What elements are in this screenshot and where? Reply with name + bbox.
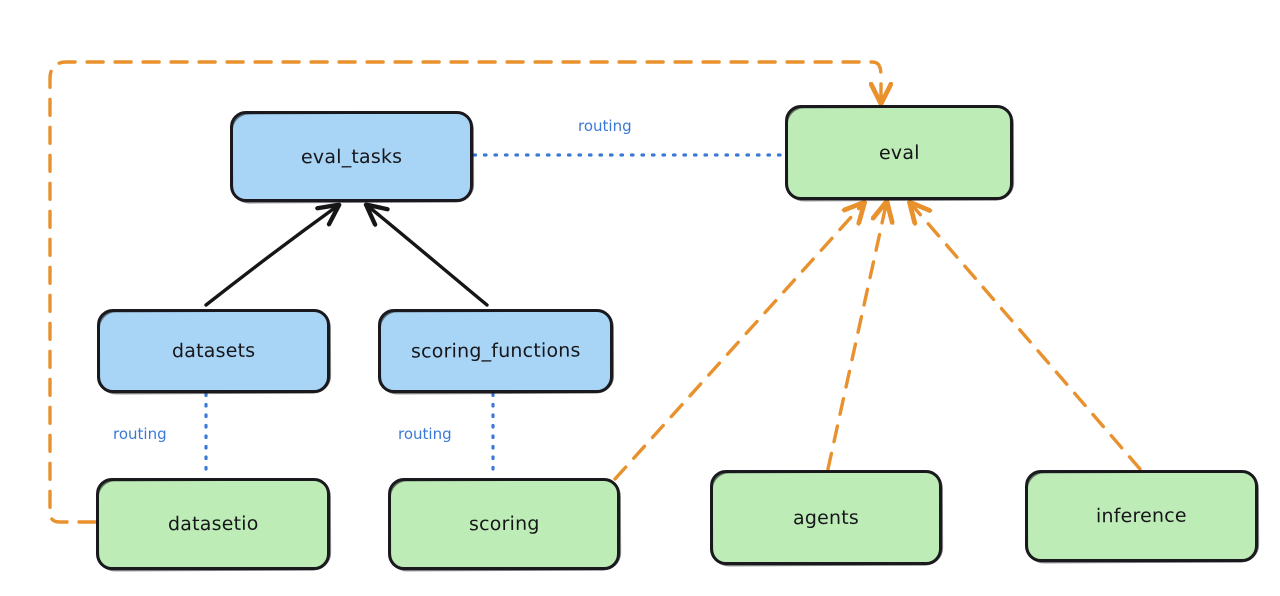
node-eval[interactable]: eval [785,105,1013,200]
node-datasetio-label: datasetio [167,512,259,536]
edge-datasets-eval-tasks [204,207,336,307]
node-scoring-functions-label: scoring_functions [410,339,581,363]
node-datasets[interactable]: datasets [97,309,330,393]
edge-label-routing-datasets-datasetio: routing [113,425,167,443]
node-datasetio[interactable]: datasetio [96,478,330,570]
edge-label-routing-eval-tasks-eval: routing [578,117,632,135]
node-inference-label: inference [1096,504,1187,528]
edge-scoring-functions-eval-tasks [369,207,489,307]
node-agents[interactable]: agents [710,470,942,565]
node-inference[interactable]: inference [1025,470,1258,562]
edge-label-routing-scoring-functions-scoring: routing [398,425,452,443]
node-agents-label: agents [792,506,860,529]
node-datasets-label: datasets [171,339,256,363]
edge-scoring-eval [613,205,862,481]
edge-datasetio-eval [48,60,881,524]
node-scoring-label: scoring [468,512,540,536]
node-scoring[interactable]: scoring [388,478,620,570]
node-eval-label: eval [878,141,920,164]
edge-agents-eval [826,205,886,471]
node-scoring-functions[interactable]: scoring_functions [378,309,613,393]
node-eval-tasks-label: eval_tasks [300,145,403,168]
node-eval-tasks[interactable]: eval_tasks [230,111,473,202]
edge-inference-eval [912,205,1142,471]
